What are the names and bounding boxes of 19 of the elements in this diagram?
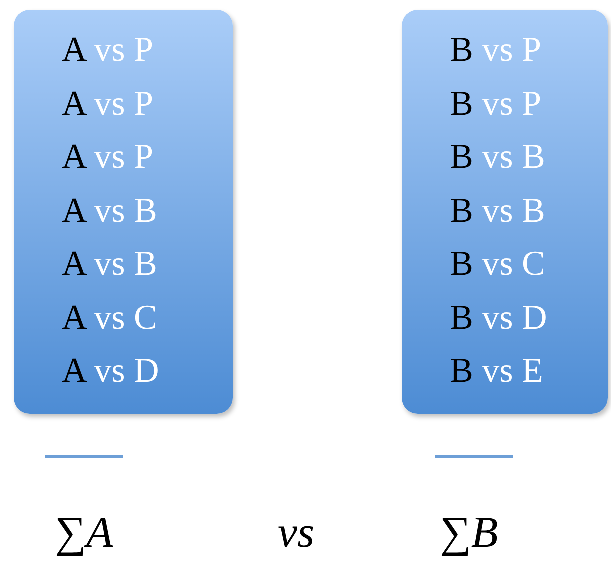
comparison-text: B vs E xyxy=(450,351,544,391)
comparison-text: B vs C xyxy=(450,244,546,284)
list-panel xyxy=(402,10,608,414)
comparison-text: A vs P xyxy=(62,137,154,177)
formula-text: vs xyxy=(278,508,315,558)
comparison-text: B vs D xyxy=(450,298,548,338)
comparison-text: B vs B xyxy=(450,190,546,230)
comparison-text: A vs P xyxy=(62,84,154,124)
comparison-text: B vs P xyxy=(450,30,542,70)
comparison-text: A vs D xyxy=(62,351,160,391)
comparison-text: A vs B xyxy=(62,190,158,230)
formula-text: ∑A xyxy=(55,508,114,558)
comparison-text: A vs C xyxy=(62,298,158,338)
list-panel xyxy=(14,10,233,414)
comparison-text: A vs P xyxy=(62,30,154,70)
comparison-text: B vs P xyxy=(450,84,542,124)
comparison-text: B vs B xyxy=(450,137,546,177)
comparison-text: A vs B xyxy=(62,244,158,284)
formula-text: ∑B xyxy=(440,508,498,558)
